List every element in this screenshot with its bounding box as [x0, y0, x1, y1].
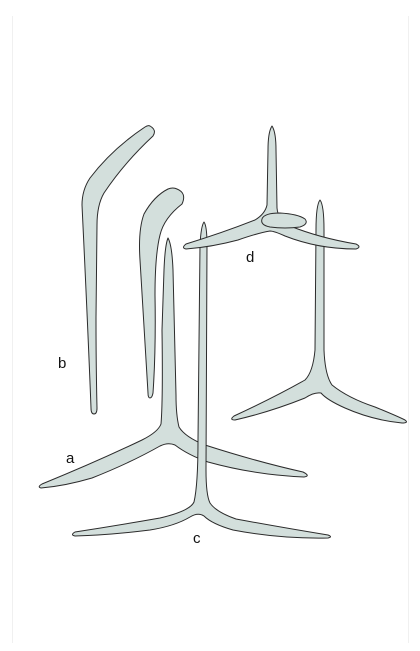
spicule-d [184, 126, 360, 249]
spicule-c [73, 222, 331, 538]
spicule-a [39, 238, 307, 488]
label-c: c [193, 530, 201, 547]
label-a: a [66, 450, 75, 467]
spicule-hooked-rod [140, 188, 184, 398]
label-d: d [246, 249, 254, 266]
label-b: b [58, 355, 66, 372]
spicule-d-knot [262, 213, 307, 228]
